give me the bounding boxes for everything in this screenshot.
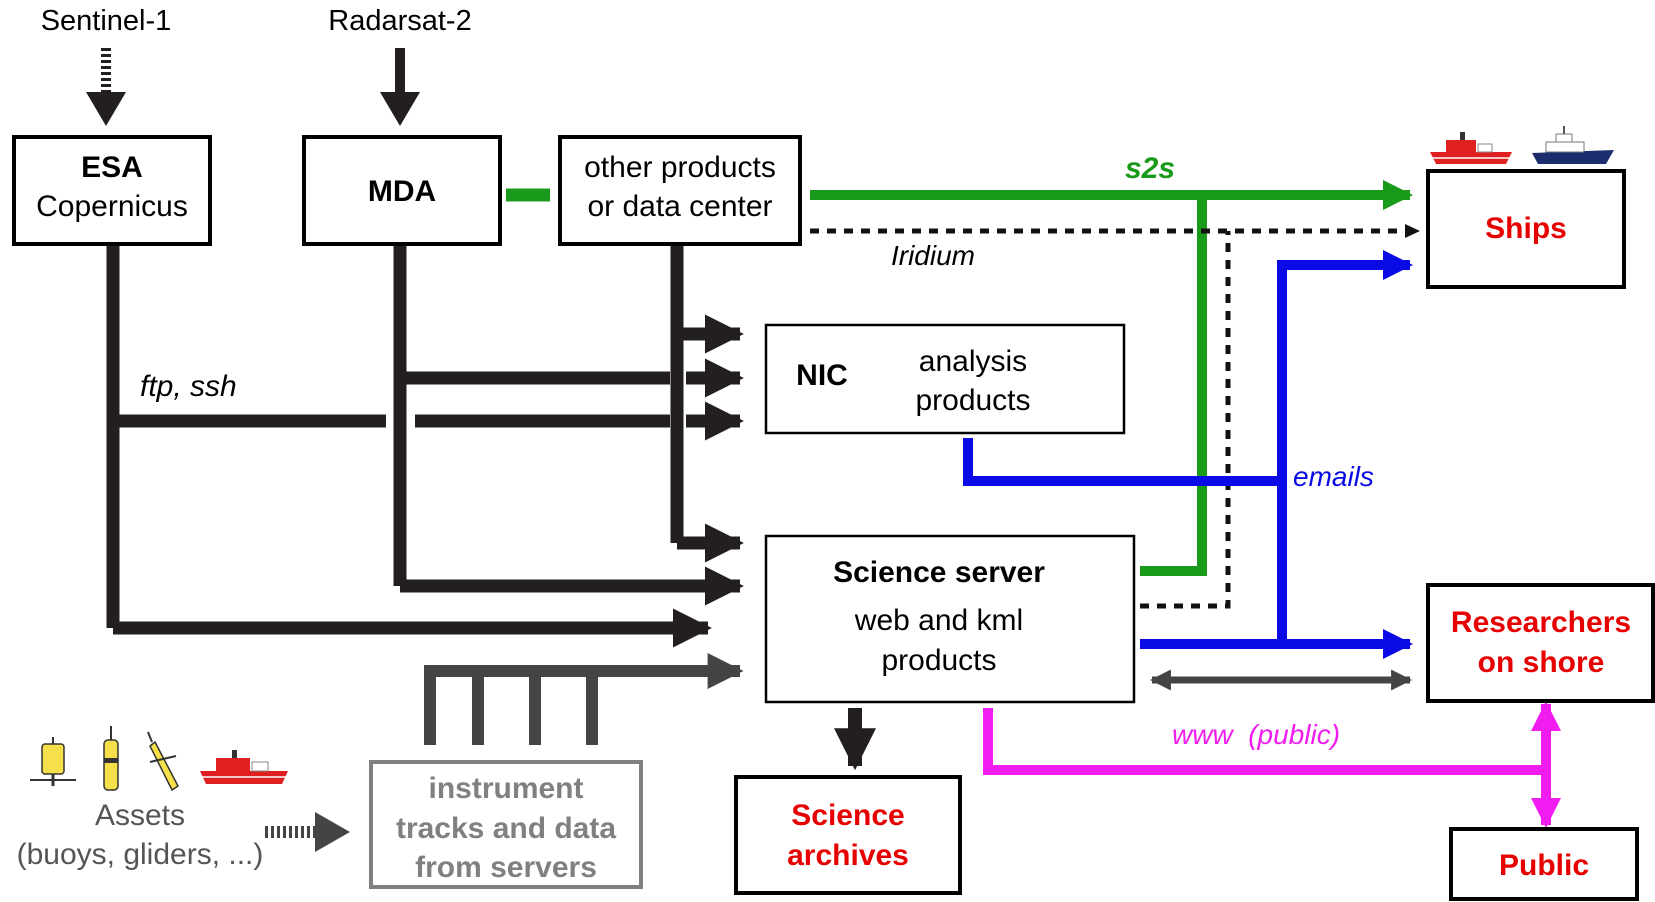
other-products-line2: or data center <box>587 190 772 223</box>
nic-desc-line1: analysis <box>919 345 1027 378</box>
mda-title: MDA <box>368 175 436 208</box>
instrument-line1: instrument <box>428 772 583 805</box>
assets-line1: Assets <box>95 799 185 832</box>
s2s-label: s2s <box>1125 152 1175 185</box>
archives-line2: archives <box>787 839 909 872</box>
other-products-line1: other products <box>584 151 776 184</box>
research-vessel-icon <box>1532 126 1614 164</box>
archives-line1: Science <box>791 799 904 832</box>
science-server-box <box>764 534 1136 704</box>
nic-desc-line2: products <box>915 384 1030 417</box>
asset-icons <box>30 726 288 792</box>
instrument-flow-lines <box>424 653 1413 745</box>
emails-label: emails <box>1293 461 1374 492</box>
ships-label: Ships <box>1485 212 1567 245</box>
www-label: www (public) <box>1172 719 1340 750</box>
assets-arrow <box>265 812 350 852</box>
www-flow-lines <box>983 701 1561 828</box>
glider-icon <box>147 731 179 792</box>
instrument-line2: tracks and data <box>396 812 616 845</box>
instrument-box <box>369 760 643 889</box>
buoy-icon <box>30 737 76 786</box>
iridium-label: Iridium <box>891 240 975 271</box>
archives-box <box>734 775 962 895</box>
ftp-ssh-label: ftp, ssh <box>140 370 237 403</box>
icebreaker-icon <box>1430 132 1512 164</box>
nic-box <box>764 323 1126 435</box>
black-flow-lines <box>106 188 876 771</box>
researchers-line1: Researchers <box>1451 606 1631 639</box>
instrument-line3: from servers <box>415 851 597 884</box>
email-flow-lines <box>963 250 1413 659</box>
asset-ship-icon <box>200 750 288 784</box>
assets-line2: (buoys, gliders, ...) <box>17 838 264 871</box>
researchers-box <box>1426 583 1655 703</box>
ship-icons <box>1430 126 1614 164</box>
esa-box <box>12 135 212 246</box>
profiling-float-icon <box>103 726 119 791</box>
nic-title: NIC <box>796 359 848 392</box>
esa-title: ESA <box>81 151 143 184</box>
iridium-flow-lines <box>810 228 1405 609</box>
public-box <box>1449 827 1639 901</box>
radarsat-arrow <box>380 48 420 126</box>
radarsat-label: Radarsat-2 <box>328 5 471 37</box>
ships-box <box>1426 169 1626 289</box>
public-label: Public <box>1499 849 1589 882</box>
sentinel-arrow <box>86 48 126 126</box>
science-server-line1: web and kml <box>854 604 1023 637</box>
researchers-line2: on shore <box>1478 646 1605 679</box>
esa-subtitle: Copernicus <box>36 190 188 223</box>
science-server-title: Science server <box>833 556 1045 589</box>
s2s-flow-lines <box>810 180 1413 576</box>
other-products-box <box>558 135 802 246</box>
mda-box <box>302 135 502 246</box>
sentinel-label: Sentinel-1 <box>41 5 172 37</box>
iridium-arrowhead <box>1405 224 1420 238</box>
science-server-line2: products <box>881 644 996 677</box>
